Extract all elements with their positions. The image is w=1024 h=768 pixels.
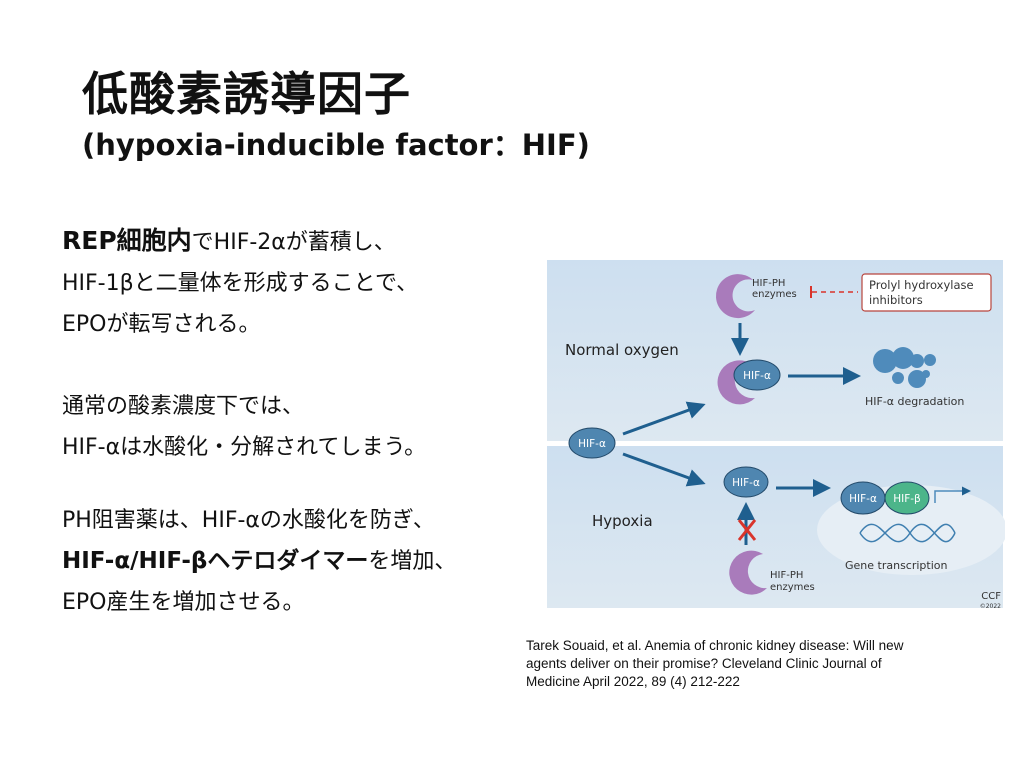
bold-text: HIF-α/HIF-βヘテロダイマー xyxy=(62,548,369,574)
enzyme-label: HIF-PH xyxy=(752,278,785,289)
text-line: EPOが転写される。 xyxy=(62,312,261,337)
slide-subtitle: (hypoxia-inducible factor：HIF) xyxy=(82,128,590,162)
paragraph-3: PH阻害薬は、HIF-αの水酸化を防ぎ、 HIF-α/HIF-βヘテロダイマーを… xyxy=(62,500,456,623)
transcription-arrow-icon xyxy=(934,486,971,503)
arrow xyxy=(622,452,706,487)
enzyme-label: enzymes xyxy=(752,289,797,300)
enzyme-crescent-icon xyxy=(715,274,755,319)
text-line: 通常の酸素濃度下では、 xyxy=(62,394,305,419)
enzyme-crescent-icon xyxy=(717,360,755,405)
hif-alpha-node xyxy=(568,427,616,459)
citation-line: Medicine April 2022, 89 (4) 212-222 xyxy=(526,674,740,689)
enzyme-label: enzymes xyxy=(770,582,815,593)
hif-alpha-label: HIF-α xyxy=(849,493,877,505)
inhibitor-box xyxy=(861,273,992,312)
paragraph-2: 通常の酸素濃度下では、 HIF-αは水酸化・分解されてしまう。 xyxy=(62,386,426,468)
copyright-label: ©2022 xyxy=(980,603,1001,610)
dna-helix-icon xyxy=(859,523,956,543)
hypoxia-label: Hypoxia xyxy=(592,512,653,530)
degradation-label: HIF-α degradation xyxy=(865,395,964,408)
arrow xyxy=(622,401,706,436)
text-line: HIF-1βと二量体を形成することで、 xyxy=(62,271,419,296)
hif-pathway-diagram: HIF-PH enzymes Prolyl hydroxylase inhibi… xyxy=(547,260,1005,610)
text-line: を増加、 xyxy=(368,549,457,574)
transcription-label: Gene transcription xyxy=(845,559,948,572)
text-line: でHIF-2αが蓄積し、 xyxy=(191,230,396,255)
citation-line: Tarek Souaid, et al. Anemia of chronic k… xyxy=(526,638,904,653)
inhibitor-label: Prolyl hydroxylase xyxy=(869,278,974,292)
citation-line: agents deliver on their promise? Clevela… xyxy=(526,656,882,671)
normal-oxygen-label: Normal oxygen xyxy=(565,341,679,359)
citation: Tarek Souaid, et al. Anemia of chronic k… xyxy=(526,637,996,691)
enzyme-crescent-icon xyxy=(729,550,767,595)
bold-text: REP細胞内 xyxy=(62,226,192,255)
hif-beta-node xyxy=(884,481,930,515)
degradation-fragments-icon xyxy=(873,347,936,388)
blocked-x-icon xyxy=(737,519,757,541)
hif-alpha-label: HIF-α xyxy=(578,438,606,450)
hif-alpha-node xyxy=(733,359,781,391)
paragraph-1: REP細胞内でHIF-2αが蓄積し、 HIF-1βと二量体を形成することで、 E… xyxy=(62,220,418,345)
enzyme-label: HIF-PH xyxy=(770,570,803,581)
inhibitor-label: inhibitors xyxy=(869,293,923,307)
hif-beta-label: HIF-β xyxy=(893,493,921,505)
hif-alpha-node xyxy=(723,466,769,498)
text-line: EPO産生を増加させる。 xyxy=(62,590,305,615)
text-line: PH阻害薬は、HIF-αの水酸化を防ぎ、 xyxy=(62,508,435,533)
credit-label: CCF xyxy=(981,591,1001,602)
text-line: HIF-αは水酸化・分解されてしまう。 xyxy=(62,435,427,460)
hif-alpha-label: HIF-α xyxy=(732,477,760,489)
hif-alpha-label: HIF-α xyxy=(743,370,771,382)
slide-title: 低酸素誘導因子 xyxy=(82,67,411,121)
